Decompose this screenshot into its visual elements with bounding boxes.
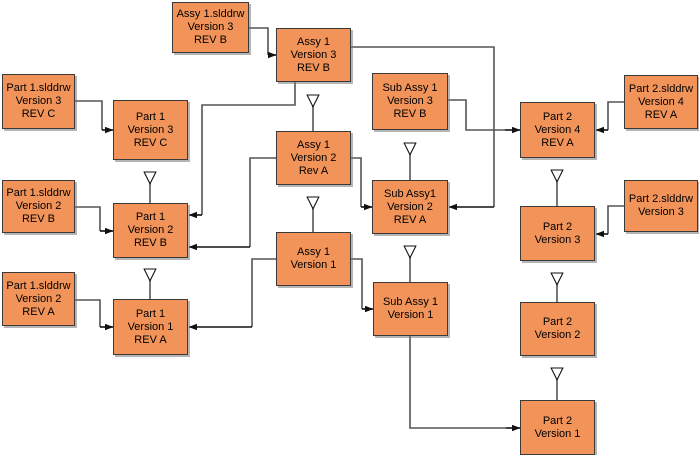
conn-part2drw3-to-part2v3	[607, 205, 624, 234]
node-label-line: Assy 1	[296, 138, 330, 151]
node-label-line: Sub Assy 1	[382, 82, 438, 94]
node-label-line: REV C	[133, 136, 168, 149]
node-label-line: Part 1	[135, 110, 166, 123]
conn-part1drw3-to-part1v3	[75, 100, 103, 130]
node-label-line: Part 2	[542, 220, 573, 233]
node-label-line: REV B	[296, 61, 330, 74]
conn-part1drw2b-to-part1v2	[75, 206, 101, 231]
node-label-line: Version 2	[15, 200, 62, 212]
node-label-line: Version 3	[15, 95, 62, 107]
node-label-line: Version 3	[187, 21, 234, 33]
node-label-line: Part 1	[135, 211, 166, 223]
node-label-line: Version 4	[638, 95, 684, 108]
conn-assy1v1-to-part1v1	[251, 258, 276, 327]
node-label-line: REV B	[193, 34, 227, 46]
node-label-line: Assy 1.slddrw	[176, 8, 245, 20]
node-label-line: Version 2	[127, 224, 174, 236]
node-label-line: Assy 1	[296, 246, 330, 258]
conn-subassy1v3-to-part2v4	[448, 99, 505, 131]
conn-assy1v1-to-subassy1v1	[351, 258, 363, 309]
node-label-line: Version 3	[127, 123, 174, 136]
node-label-line: REV A	[541, 136, 574, 149]
node-label-line: REV A	[22, 305, 55, 318]
node-label-line: Sub Assy1	[384, 187, 436, 200]
node-label-line: Sub Assy 1	[382, 296, 439, 308]
node-label-line: REV A	[134, 333, 167, 346]
conn-part2drw4-to-part2v4	[607, 101, 624, 130]
node-label-line: Version 1	[290, 259, 337, 271]
node-label-line: Part 2.slddrw	[628, 82, 694, 95]
node-label-line: REV A	[393, 213, 427, 226]
node-label-line: Version 2	[387, 200, 433, 213]
node-label-line: REV B	[21, 213, 55, 225]
node-label-line: REV B	[133, 237, 167, 249]
node-label-line: Part 2	[542, 110, 573, 123]
conn-assy1v2-to-part1v2	[249, 157, 276, 247]
conn-part1drw2a-to-part1v1	[75, 299, 101, 327]
node-label-line: Assy 1	[296, 35, 330, 48]
node-label-line: Version 1	[127, 320, 174, 333]
node-label-line: Part 1	[135, 307, 166, 320]
conn-subassy1v1-to-part2v1	[409, 336, 506, 429]
node-label-line: REV A	[644, 108, 678, 121]
node-label-line: Version 1	[387, 309, 434, 321]
node-label-line: Rev A	[298, 164, 329, 177]
node-label-line: Part 1.slddrw	[6, 187, 71, 199]
node-label-line: Version 3	[534, 233, 581, 246]
node-label-line: Part 1.slddrw	[6, 279, 71, 292]
node-label-line: Part 2	[542, 316, 573, 328]
node-label-line: Part 2.slddrw	[628, 193, 694, 205]
node-label-line: Version 2	[15, 292, 62, 305]
node-label-line: Part 1.slddrw	[6, 82, 71, 94]
conn-assy1v3-to-part1v2	[201, 82, 296, 215]
node-label-line: Part 2	[542, 414, 573, 427]
conn-assy1v2-to-subassy1v2	[351, 157, 362, 207]
conn-assy1v3-to-subassy1v2	[351, 46, 495, 207]
conn-assy1drw-to-assy1v3	[249, 27, 269, 55]
node-label-line: Version 2	[290, 151, 337, 164]
node-label-line: Version 3	[638, 206, 684, 218]
node-label-line: Version 3	[387, 95, 433, 107]
node-label-line: REV C	[21, 108, 56, 120]
node-label-line: Version 2	[534, 329, 581, 341]
node-label-line: Version 3	[290, 48, 337, 61]
node-label-line: Version 1	[534, 427, 581, 440]
node-label-line: REV B	[393, 108, 427, 120]
node-label-line: Version 4	[534, 123, 581, 136]
